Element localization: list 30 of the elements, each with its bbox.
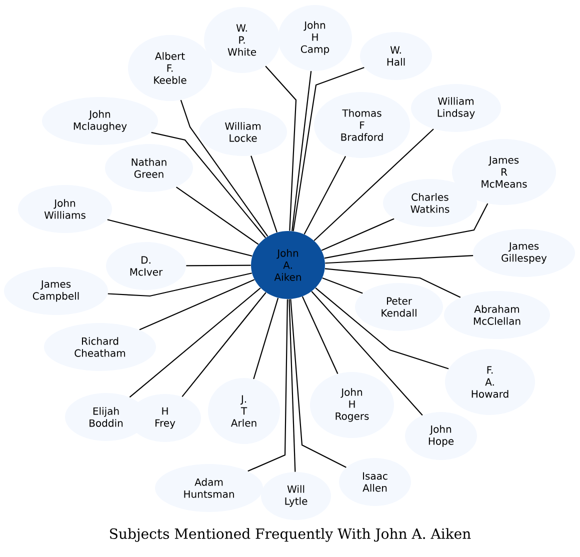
connector-line (292, 70, 312, 232)
node-label: H Frey (156, 407, 176, 429)
connector-line (322, 278, 363, 294)
connector-line (290, 299, 346, 468)
connector-line (324, 203, 488, 259)
node-label: Elijah Boddin (90, 407, 123, 427)
connector-line (315, 288, 449, 370)
connector-line (129, 288, 261, 398)
connector-line (288, 299, 296, 472)
connector-line (304, 156, 346, 234)
connector-line (311, 291, 423, 416)
connector-line (151, 132, 266, 238)
connector-line (324, 268, 461, 298)
connector-line (321, 218, 394, 251)
connector-line (180, 100, 268, 237)
connector-line (253, 298, 279, 380)
connector-line (314, 128, 434, 242)
connector-line (186, 264, 251, 266)
connector-line (325, 255, 474, 264)
connector-line (139, 279, 255, 330)
connector-line (265, 66, 297, 231)
chart-title: Subjects Mentioned Frequently With John A. Aiken (110, 528, 471, 542)
connector-line (107, 219, 252, 257)
connector-line (250, 156, 278, 233)
connector-line (108, 272, 252, 297)
connector-line (248, 299, 288, 472)
connector-line (182, 292, 266, 398)
connector-line (302, 296, 338, 374)
connector-line (292, 67, 364, 232)
connector-line (176, 186, 259, 245)
